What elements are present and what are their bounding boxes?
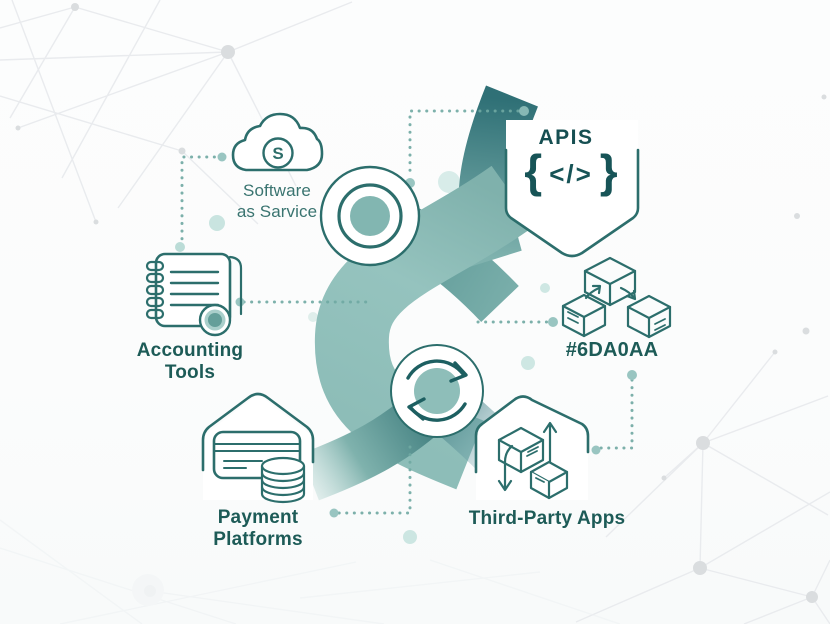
label-accounting-tools: Accounting Tools [137,340,244,384]
label-line: Third-Party Apps [468,508,626,529]
dollar-circle [262,137,294,169]
label-line: APIS [538,126,594,149]
label-hex-code: #6DA0AA [566,339,659,361]
cube-top [583,256,637,307]
mesh-bottom-left [0,519,621,624]
boxes-exchange-icon [474,394,590,500]
label-software-as-service: Software as Sarvice [237,180,317,222]
dotted-connectors [180,106,637,518]
label-line: Payment [217,507,299,528]
label-line: Platforms [213,529,303,550]
cloud-dollar-icon: S [231,112,324,172]
connector-cubes-thirdparty [598,378,634,450]
dollar-symbol: S [272,144,283,163]
connector-end-dots [217,106,637,518]
linked-cubes-icon [561,256,672,339]
cube-right [626,294,672,339]
label-apis: APIS [538,127,593,149]
icon-layer: S [145,112,672,504]
connector-node-payment [337,445,412,515]
cube-left [561,293,607,338]
mesh-top-left [0,0,353,225]
coin-stack [260,456,306,504]
connector-apis-node [408,109,520,179]
sync-node-icon [390,344,484,438]
box-top [497,426,545,474]
label-line: as Sarvice [236,202,318,221]
label-payment-platforms: Payment Platforms [213,507,302,551]
mesh-bottom-right [575,94,830,624]
target-node-icon [319,165,421,267]
label-line: #6DA0AA [565,339,659,361]
spiral-notebook-icon [145,252,243,337]
brace-right-glyph: } [599,145,618,197]
label-line: Accounting [136,340,244,361]
label-line: Software [243,181,311,200]
brace-left-glyph: { [524,145,543,197]
box-bottom [529,460,569,500]
notebook-badge [198,303,232,337]
code-shield-icon [504,120,640,258]
label-line: Tools [164,362,216,383]
link-arrows [584,284,637,301]
house-card-coins-icon [201,392,315,504]
code-glyph: { </> } [524,148,617,200]
code-tag-glyph: </> [549,158,593,189]
label-third-party-apps: Third-Party Apps [469,508,626,530]
